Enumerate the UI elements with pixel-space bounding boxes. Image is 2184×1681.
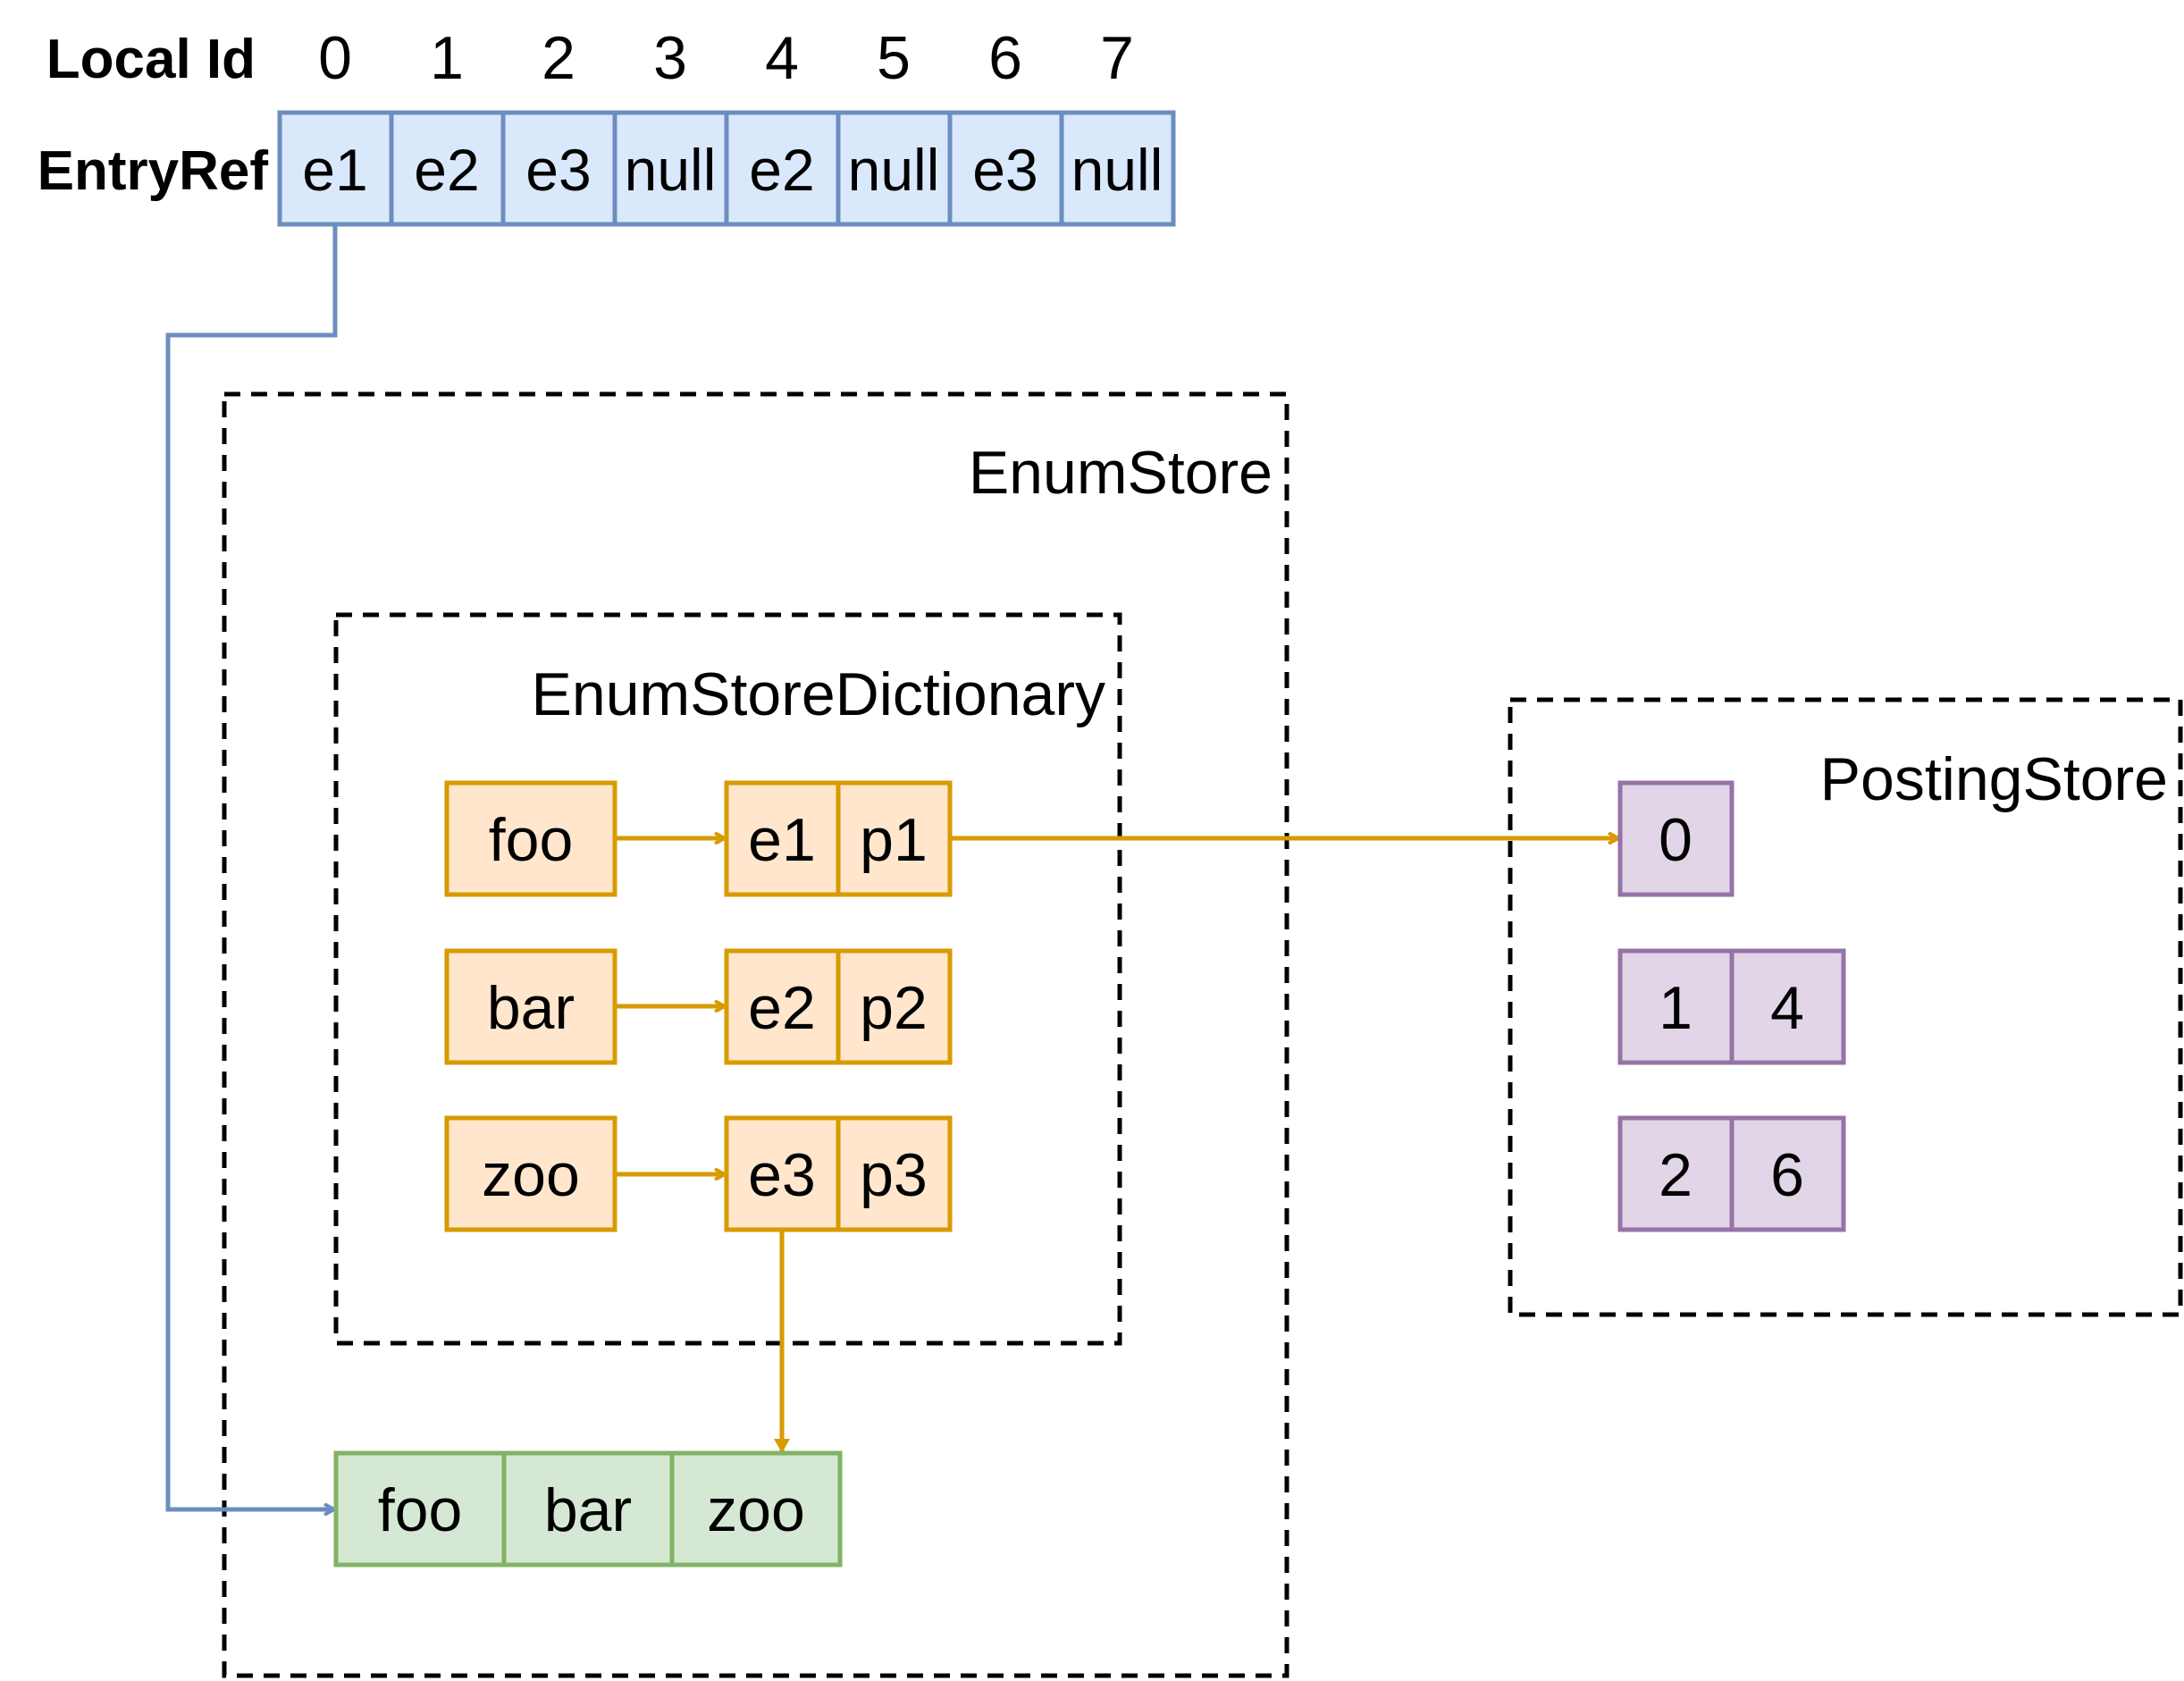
enum-value-cell	[669, 1450, 843, 1568]
posting-value: 4	[1770, 974, 1804, 1042]
dictionary-entry-ref: e2	[748, 974, 816, 1042]
posting-value: 1	[1659, 974, 1693, 1042]
dictionary-key: zoo	[482, 1141, 580, 1209]
local-id: 4	[765, 24, 799, 92]
dictionary-entry-ref: e3	[748, 1141, 816, 1209]
entry-ref-value: e2	[749, 137, 814, 203]
entry-ref-value: e3	[972, 137, 1037, 203]
dictionary-entry-foo: foo e1 p1	[444, 780, 953, 897]
entry-ref-cell	[1059, 110, 1176, 227]
posting-list-0: 0	[1617, 780, 1735, 897]
dictionary-posting-ref: p3	[860, 1141, 928, 1209]
posting-store-title: PostingStore	[1820, 745, 2168, 813]
posting-cell	[1729, 1115, 1846, 1232]
entry-ref-label: EntryRef	[38, 140, 269, 202]
entry-ref-cell	[947, 110, 1064, 227]
entry-ref-to-values-arrow	[165, 224, 338, 1509]
entry-ref-cell	[389, 110, 506, 227]
dictionary-posting-ref: p2	[860, 974, 928, 1042]
enum-value: zoo	[707, 1476, 805, 1544]
enum-store-dictionary-title: EnumStoreDictionary	[532, 660, 1105, 728]
enum-store-title: EnumStore	[969, 439, 1273, 507]
local-id-row: 0 1 2 3 4 5 6 7	[318, 24, 1134, 92]
entry-ref-row: e1 e2 e3 null e2 null e3 null	[277, 110, 1176, 227]
posting-cell	[1617, 948, 1735, 1065]
dictionary-posting-ref: p1	[860, 806, 928, 874]
enum-values-array: foo bar zoo	[333, 1450, 843, 1568]
dictionary-posting-cell	[836, 948, 953, 1065]
dictionary-key: bar	[487, 974, 575, 1042]
entry-ref-value: e2	[414, 137, 479, 203]
posting-value: 2	[1659, 1141, 1693, 1209]
dictionary-entry-ref: e1	[748, 806, 816, 874]
dictionary-entry-bar: bar e2 p2	[444, 948, 953, 1065]
enum-value-cell	[333, 1450, 507, 1568]
posting-value: 6	[1770, 1141, 1804, 1209]
enum-store-dictionary-container	[333, 612, 1122, 1346]
posting-cell	[1729, 948, 1846, 1065]
local-id: 1	[430, 24, 464, 92]
entry-ref-cell	[724, 110, 841, 227]
posting-list-1: 1 4	[1617, 948, 1846, 1065]
entry-ref-cell	[836, 110, 953, 227]
entry-ref-value: null	[848, 137, 940, 203]
entry-ref-value: null	[625, 137, 717, 203]
local-id: 2	[542, 24, 575, 92]
local-id: 6	[988, 24, 1022, 92]
local-id: 5	[877, 24, 911, 92]
local-id-label: Local Id	[46, 29, 256, 90]
dictionary-entry-cell	[724, 948, 841, 1065]
enum-store-container	[222, 391, 1289, 1678]
dictionary-posting-cell	[836, 1115, 953, 1232]
enum-value-cell	[501, 1450, 675, 1568]
entry-ref-value: e3	[525, 137, 591, 203]
entry-ref-value: null	[1071, 137, 1163, 203]
local-id: 3	[653, 24, 687, 92]
dictionary-entry-zoo: zoo e3 p3	[444, 1115, 953, 1232]
local-id: 7	[1100, 24, 1134, 92]
dictionary-key-cell	[444, 948, 617, 1065]
posting-store-container	[1508, 697, 2183, 1317]
dictionary-key: foo	[489, 806, 574, 874]
local-id: 0	[318, 24, 352, 92]
entry-ref-cell	[500, 110, 617, 227]
posting-cell	[1617, 780, 1735, 897]
entry-ref-value: e1	[302, 137, 367, 203]
enum-value: foo	[378, 1476, 463, 1544]
enum-value: bar	[544, 1476, 632, 1544]
entry-ref-cell	[612, 110, 729, 227]
posting-list-2: 2 6	[1617, 1115, 1846, 1232]
posting-value: 0	[1659, 806, 1693, 874]
